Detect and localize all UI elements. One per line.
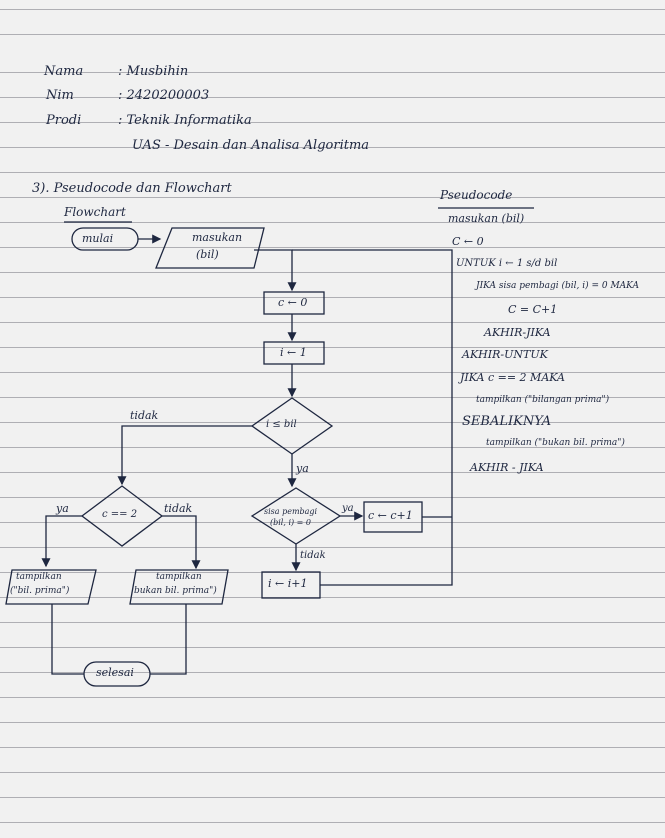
mod-cond-label-1: sisa pembagi <box>264 507 318 516</box>
init-c-box <box>263 291 325 315</box>
init-i-label: i ← 1 <box>280 346 307 359</box>
loop-no-label: tidak <box>130 409 159 422</box>
prodi-value: : Teknik Informatika <box>118 113 252 128</box>
end-label: selesai <box>96 666 134 679</box>
output-not-prime-parallelogram <box>129 569 229 605</box>
nama-label: Nama <box>44 64 84 79</box>
course-title: UAS - Desain dan Analisa Algoritma <box>132 138 370 153</box>
pseudo-line: masukan (bil) <box>448 212 525 225</box>
prime-no-label: tidak <box>164 502 193 515</box>
out-not-prime-label-1: tampilkan <box>156 572 202 582</box>
loop-cond-label: i ≤ bil <box>266 419 297 430</box>
pseudo-line: tampilkan ("bilangan prima") <box>476 395 610 405</box>
prime-yes-label: ya <box>56 502 69 515</box>
mod-yes-label: ya <box>342 503 354 514</box>
mod-condition-diamond <box>250 487 342 545</box>
pseudo-line: AKHIR-UNTUK <box>462 348 548 361</box>
pseudo-line: JIKA c == 2 MAKA <box>460 371 565 384</box>
pseudo-line: C = C+1 <box>508 303 558 316</box>
mod-cond-label-2: (bil, i) = 0 <box>270 518 312 527</box>
inc-i-label: i ← i+1 <box>268 577 308 590</box>
flowchart-label: Flowchart <box>64 205 126 219</box>
prime-condition-diamond <box>80 485 164 547</box>
input-label-1: masukan <box>192 231 243 244</box>
inc-c-label: c ← c+1 <box>368 509 413 522</box>
mod-no-label: tidak <box>300 550 326 561</box>
pseudo-line: AKHIR - JIKA <box>470 461 544 474</box>
pseudo-line: JIKA sisa pembagi (bil, i) = 0 MAKA <box>476 281 640 291</box>
init-i-box <box>263 341 325 365</box>
pseudo-line: UNTUK i ← 1 s/d bil <box>456 258 558 269</box>
end-terminal <box>83 661 151 687</box>
nim-label: Nim <box>46 88 74 103</box>
question-title: 3). Pseudocode dan Flowchart <box>32 181 232 196</box>
out-not-prime-label-2: bukan bil. prima") <box>134 586 217 596</box>
nim-value: : 2420200003 <box>118 88 210 103</box>
prime-cond-label: c == 2 <box>102 509 138 520</box>
input-label-2: (bil) <box>196 248 219 261</box>
init-c-label: c ← 0 <box>278 296 308 309</box>
loop-yes-label: ya <box>296 462 309 475</box>
pseudocode-label: Pseudocode <box>440 188 513 202</box>
out-prime-label-1: tampilkan <box>16 572 62 582</box>
pseudo-line: C ← 0 <box>452 235 484 248</box>
input-parallelogram <box>155 227 265 269</box>
output-prime-parallelogram <box>5 569 97 605</box>
pseudo-line: tampilkan ("bukan bil. prima") <box>486 438 625 448</box>
prodi-label: Prodi <box>46 113 82 128</box>
out-prime-label-2: ("bil. prima") <box>10 586 70 596</box>
start-label: mulai <box>82 232 114 245</box>
nama-value: : Musbihin <box>118 64 189 79</box>
pseudo-line: SEBALIKNYA <box>462 414 552 429</box>
pseudo-line: AKHIR-JIKA <box>484 326 551 339</box>
